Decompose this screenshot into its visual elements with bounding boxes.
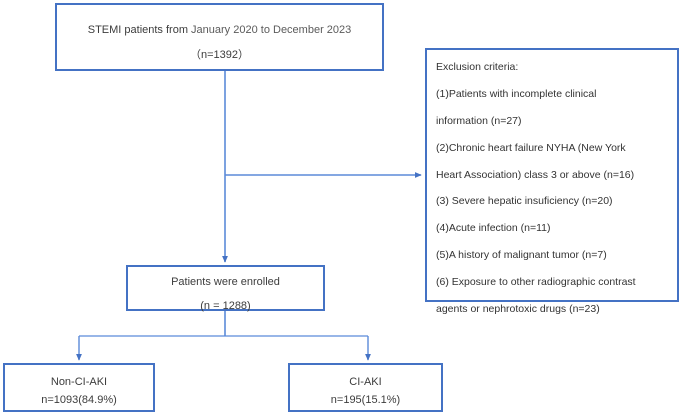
node-ci-aki-count: n=195(15.1%): [330, 393, 401, 406]
exclusion-item-2b: Heart Association) class 3 or above (n=1…: [436, 168, 635, 181]
exclusion-heading: Exclusion criteria:: [436, 61, 519, 73]
node-exclusion-criteria: Exclusion criteria: (1)Patients with inc…: [425, 48, 679, 314]
node-cohort-count: （n=1392）: [189, 48, 249, 61]
exclusion-item-6b: agents or nephrotoxic drugs (n=23): [436, 303, 600, 316]
node-cohort: STEMI patients from January 2020 to Dece…: [55, 3, 384, 71]
exclusion-item-2a: (2)Chronic heart failure NYHA (New York: [436, 141, 626, 154]
exclusion-item-5: (5)A history of malignant tumor (n=7): [436, 249, 607, 262]
node-enrolled: Patients were enrolled (n = 1288): [126, 265, 325, 312]
exclusion-item-4: (4)Acute infection (n=11): [436, 222, 551, 235]
node-cohort-line1: STEMI patients from January 2020 to Dece…: [88, 23, 352, 39]
exclusion-item-1b: information (n=27): [436, 114, 522, 127]
node-non-ci-aki-count: n=1093(84.9%): [41, 393, 117, 406]
exclusion-item-6a: (6) Exposure to other radiographic contr…: [436, 276, 636, 289]
node-enrolled-label: Patients were enrolled: [171, 276, 280, 288]
node-cohort-prefix: STEMI patients from: [87, 24, 192, 36]
node-non-ci-aki: Non-CI-AKI n=1093(84.9%): [3, 363, 155, 412]
exclusion-item-3: (3) Severe hepatic insuficiency (n=20): [436, 195, 613, 208]
node-non-ci-aki-label: Non-CI-AKI: [50, 376, 108, 388]
node-ci-aki-label: CI-AKI: [349, 376, 382, 388]
node-cohort-period: January 2020 to December 2023: [191, 24, 352, 36]
exclusion-item-1a: (1)Patients with incomplete clinical: [436, 87, 597, 100]
node-ci-aki: CI-AKI n=195(15.1%): [288, 363, 443, 412]
node-enrolled-count: (n = 1288): [200, 299, 251, 312]
